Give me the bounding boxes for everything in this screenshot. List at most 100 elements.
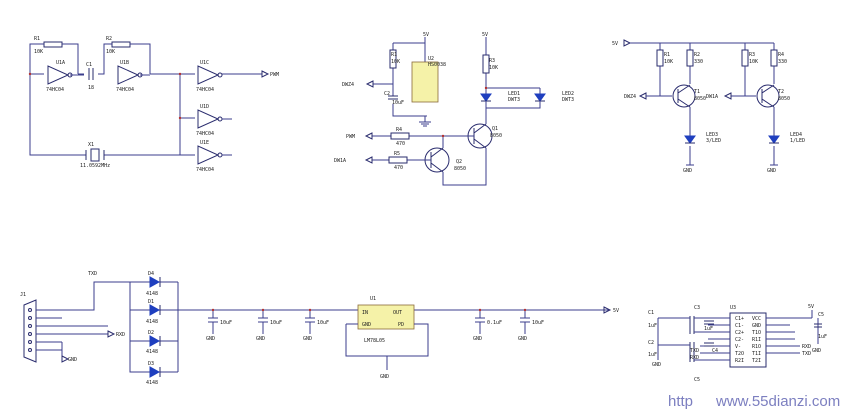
svg-text:10K: 10K: [489, 65, 498, 71]
svg-text:TXD: TXD: [88, 271, 97, 277]
svg-text:Q1: Q1: [492, 126, 498, 132]
svg-text:U2: U2: [428, 56, 434, 62]
svg-text:C1: C1: [648, 310, 654, 316]
svg-text:GND: GND: [256, 336, 265, 342]
svg-text:330: 330: [778, 59, 787, 65]
svg-text:GND: GND: [767, 168, 776, 174]
r2-value: 10K: [106, 49, 115, 55]
svg-text:DWZ4: DWZ4: [342, 82, 354, 88]
svg-text:U1B: U1B: [120, 60, 129, 66]
r1-label: R1: [34, 36, 40, 42]
svg-text:10K: 10K: [749, 59, 758, 65]
svg-text:GND: GND: [812, 348, 821, 354]
svg-text:1/LED: 1/LED: [790, 138, 805, 144]
svg-text:R3: R3: [489, 58, 495, 64]
svg-text:C5: C5: [694, 377, 700, 383]
svg-text:GND: GND: [652, 362, 661, 368]
svg-text:4148: 4148: [146, 291, 158, 297]
svg-text:10uF: 10uF: [317, 320, 329, 326]
svg-text:R1: R1: [391, 52, 397, 58]
transistor-t2: [756, 84, 780, 108]
svg-text:5V: 5V: [423, 32, 429, 38]
svg-text:R4: R4: [396, 127, 402, 133]
svg-text:RXD: RXD: [116, 332, 125, 338]
svg-text:X1: X1: [88, 142, 94, 148]
svg-text:U3: U3: [730, 305, 736, 311]
diode-d2: [149, 335, 161, 347]
svg-text:5V: 5V: [613, 308, 619, 314]
led4: [768, 135, 780, 144]
capacitor-c4-max: [704, 342, 714, 347]
svg-text:LED4: LED4: [790, 132, 802, 138]
resistor-r4: [390, 132, 410, 140]
svg-text:D3: D3: [148, 361, 154, 367]
svg-text:10uF: 10uF: [532, 320, 544, 326]
capacitor-c3-max: [704, 320, 714, 325]
diode-d3: [149, 366, 161, 378]
power-section: J1 TXD RXD GND D4 4148 D1 4148 D2 4148 D…: [20, 271, 619, 386]
svg-text:PWM: PWM: [346, 134, 355, 140]
svg-text:GND: GND: [68, 357, 77, 363]
r1-value: 10K: [34, 49, 43, 55]
svg-text:GND: GND: [683, 168, 692, 174]
svg-text:330: 330: [694, 59, 703, 65]
net-arrow-dw1a-ind: [723, 92, 732, 100]
diode-d1: [149, 304, 161, 316]
db9-connector-j1: [23, 299, 37, 363]
svg-text:U1A: U1A: [56, 60, 65, 66]
ir-receiver-u2: [411, 61, 439, 103]
svg-text:3/LED: 3/LED: [706, 138, 721, 144]
svg-text:8050: 8050: [490, 133, 502, 139]
resistor-r5: [388, 156, 408, 164]
svg-text:J1: J1: [20, 292, 26, 298]
ground-symbol: [419, 121, 431, 127]
svg-text:LED3: LED3: [706, 132, 718, 138]
svg-text:74HC04: 74HC04: [196, 167, 214, 173]
svg-text:5V: 5V: [482, 32, 488, 38]
svg-text:1uF: 1uF: [704, 326, 713, 332]
faded-region: [198, 192, 664, 236]
svg-text:T2: T2: [778, 89, 784, 95]
net-arrow-pwm-in: [364, 132, 373, 140]
crystal-x1: [85, 148, 105, 162]
svg-text:GND: GND: [518, 336, 527, 342]
resistor-r2: [111, 41, 131, 48]
svg-text:8050: 8050: [694, 96, 706, 102]
svg-text:10K: 10K: [391, 59, 400, 65]
svg-text:C4: C4: [712, 348, 718, 354]
led1: [480, 93, 492, 102]
resistor-r3: [482, 54, 490, 74]
svg-text:U1E: U1E: [200, 140, 209, 146]
svg-text:GND: GND: [303, 336, 312, 342]
capacitor-c2-ir: [388, 95, 398, 100]
r2-label: R2: [106, 36, 112, 42]
resistor-r1: [43, 41, 63, 48]
capacitor-c1: [88, 68, 94, 80]
svg-text:RXD: RXD: [690, 355, 699, 361]
svg-text:D4: D4: [148, 271, 154, 277]
svg-text:10uF: 10uF: [220, 320, 232, 326]
regulator-u1: [357, 304, 415, 330]
svg-text:OUT: OUT: [393, 310, 402, 316]
capacitor-c1-max: [689, 316, 695, 334]
svg-text:10uF: 10uF: [392, 100, 404, 106]
resistor-r1-ir: [389, 49, 397, 69]
svg-text:LED1: LED1: [508, 91, 520, 97]
svg-text:74HC04: 74HC04: [196, 87, 214, 93]
svg-text:T2O: T2O: [735, 351, 744, 357]
svg-text:GND: GND: [380, 374, 389, 380]
svg-text:74HC04: 74HC04: [46, 87, 64, 93]
svg-text:R2: R2: [694, 52, 700, 58]
svg-text:C5: C5: [818, 312, 824, 318]
svg-text:5V: 5V: [612, 41, 618, 47]
svg-text:TXD: TXD: [802, 351, 811, 357]
svg-text:http: http: [668, 393, 693, 410]
svg-text:LED2: LED2: [562, 91, 574, 97]
svg-text:470: 470: [394, 165, 403, 171]
svg-text:HS0038: HS0038: [428, 62, 446, 68]
svg-text:U1: U1: [370, 296, 376, 302]
svg-text:PWM: PWM: [270, 72, 279, 78]
svg-text:PD: PD: [398, 322, 404, 328]
svg-text:DWT3: DWT3: [508, 97, 520, 103]
led3: [684, 135, 696, 144]
